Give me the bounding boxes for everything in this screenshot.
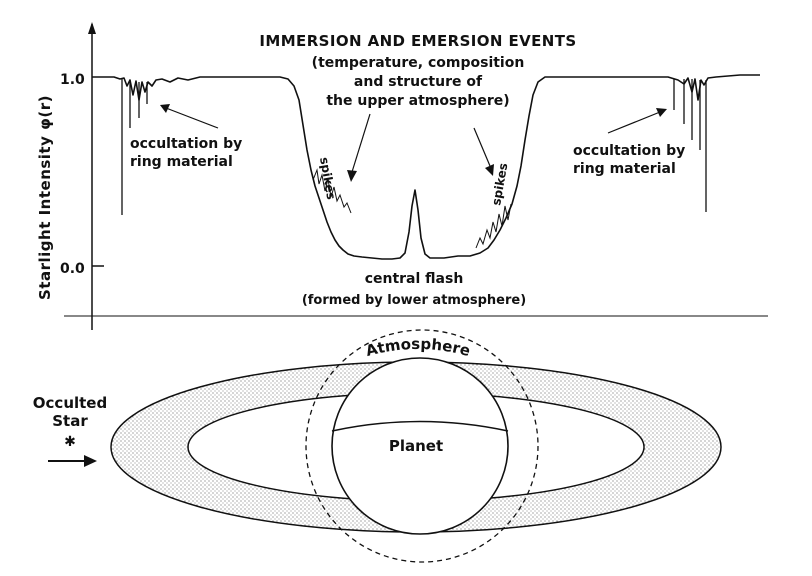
atmospheric-spikes [312, 168, 512, 249]
star-label-line-1: Occulted [33, 394, 107, 412]
planet-label: Planet [389, 437, 443, 455]
arrow-to-emersion [473, 127, 491, 167]
planet-geometry-diagram: Atmosphere Planet Occulted Star ✱ [33, 329, 722, 563]
star-label-line-2: Star [52, 412, 88, 430]
atmosphere-boundary [305, 329, 539, 563]
ring-label-left-line-1: occultation by [130, 136, 242, 152]
ring-label-right-line-1: occultation by [573, 143, 685, 159]
arrow-ring-left [165, 107, 219, 129]
plot-title: IMMERSION AND EMERSION EVENTS [259, 32, 576, 50]
y-axis-arrow [88, 22, 96, 34]
plot-subtitle-line-3: the upper atmosphere) [326, 93, 509, 109]
atmosphere-label: Atmosphere [364, 335, 472, 360]
y-axis-label: Starlight Intensity φ(r) [36, 95, 54, 300]
tick-label-bottom: 0.0 [60, 261, 85, 277]
star-symbol-icon: ✱ [64, 434, 76, 450]
light-curve-plot: 1.0 0.0 Starlight Intensity φ(r) IMMERSI… [36, 22, 768, 330]
arrow-head-icon [84, 455, 97, 467]
central-flash-label: central flash [365, 271, 464, 287]
ring-label-left-line-2: ring material [130, 154, 233, 170]
arrow-to-immersion [351, 113, 371, 173]
ring-dips [121, 79, 707, 215]
plot-subtitle-line-2: and structure of [354, 74, 483, 90]
ring-label-right-line-2: ring material [573, 161, 676, 177]
inner-ring-front-edge [331, 420, 509, 432]
central-flash-note: (formed by lower atmosphere) [302, 293, 526, 308]
spikes-label-left: spikes [317, 156, 338, 201]
tick-label-top: 1.0 [60, 72, 85, 88]
light-curve [104, 74, 760, 260]
arrow-ring-right [607, 111, 661, 134]
planet-disk [331, 357, 509, 535]
plot-subtitle-line-1: (temperature, composition [312, 55, 525, 71]
